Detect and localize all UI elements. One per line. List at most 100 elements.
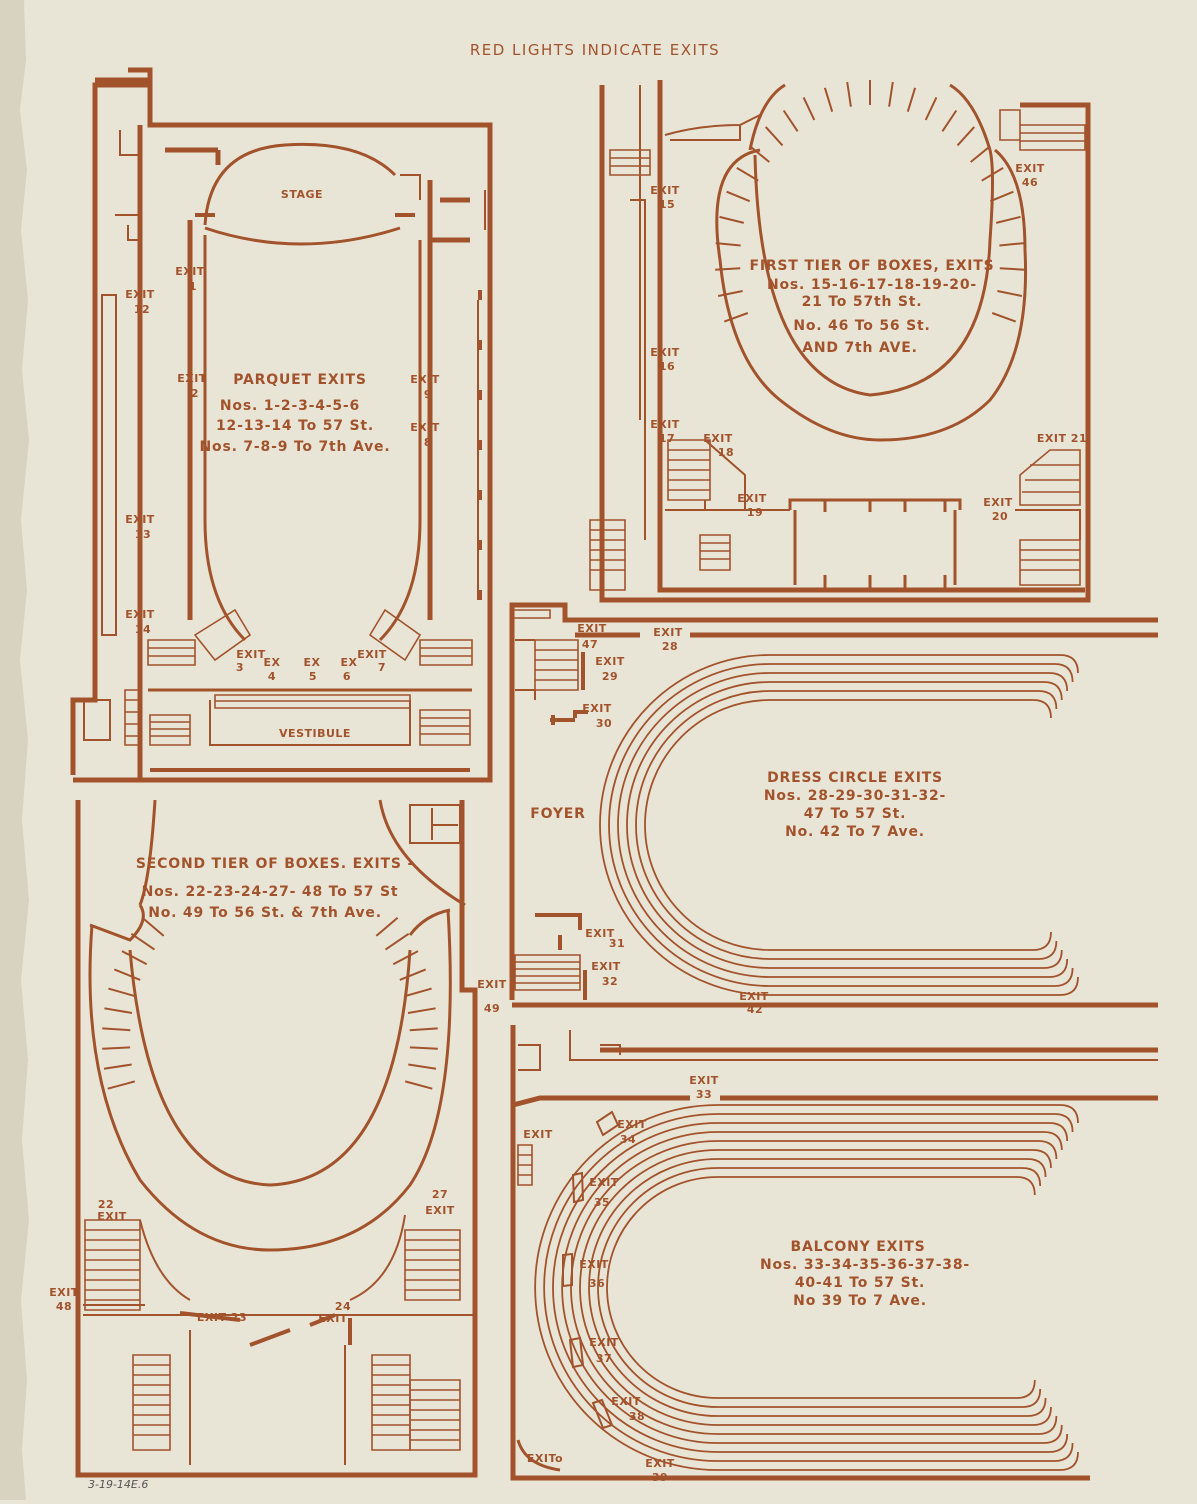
exit-27-number: 27 — [432, 1188, 448, 1201]
exit-2-word: EXIT — [177, 372, 207, 385]
second-tier-box-divider-32 — [409, 1027, 438, 1032]
exit-49-number: 49 — [484, 1002, 500, 1015]
second-tier-box-divider-6 — [108, 987, 136, 998]
first-tier-box-divider-17 — [924, 96, 938, 121]
second-tier-box-divider-29 — [399, 968, 427, 981]
balcony-track-4 — [561, 1131, 1063, 1444]
torn-page-edge — [0, 0, 29, 1500]
exit-2-number: 2 — [191, 387, 199, 400]
second-tier-box-divider-26 — [375, 916, 399, 937]
exit-17-word: EXIT — [650, 418, 680, 431]
first-tier-box-divider-9 — [764, 126, 784, 147]
exit-28-word: EXIT — [653, 626, 683, 639]
parquet-caption-line-3: Nos. 7-8-9 To 7th Ave. — [200, 439, 391, 455]
exit-47-number: 47 — [582, 638, 598, 651]
exit-6-word: EX — [341, 656, 358, 669]
balcony-caption-line-2: 40-41 To 57 St. — [795, 1275, 925, 1291]
exit-19-number: 19 — [747, 506, 763, 519]
exit-42-word: EXIT — [739, 990, 769, 1003]
dress-circle-track-3 — [617, 672, 1069, 978]
first-tier-box-divider-13 — [846, 81, 852, 107]
first-tier-box-divider-27 — [991, 312, 1017, 323]
exit-16-number: 16 — [659, 360, 675, 373]
exit-34-number: 34 — [620, 1133, 636, 1146]
exit-4-word: EX — [264, 656, 281, 669]
dress-circle-track-1 — [599, 654, 1079, 996]
exit-18-number: 18 — [718, 446, 734, 459]
dress-circle-tracks — [599, 654, 1079, 996]
exit-28-number: 28 — [662, 640, 678, 653]
exit-16-word: EXIT — [650, 346, 680, 359]
first-tier-box-divider-19 — [956, 126, 976, 147]
exit-24-number: 24 — [335, 1300, 351, 1313]
parquet-caption-line-1: Nos. 1-2-3-4-5-6 — [220, 398, 360, 414]
first-tier-box-divider-4 — [715, 242, 741, 247]
first-tier-caption-line-2: 21 To 57th St. — [802, 294, 923, 310]
exit-5-number: 5 — [309, 670, 317, 683]
first-tier-box-divider-5 — [719, 215, 745, 224]
second-tier-box-divider-27 — [384, 932, 410, 951]
first-tier-box-divider-11 — [802, 96, 816, 121]
exit-19-word: EXIT — [737, 492, 767, 505]
second-tier-box-divider-9 — [130, 932, 156, 951]
exit-42-number: 42 — [747, 1003, 763, 1016]
first-tier-box-ticks — [715, 80, 1025, 323]
second-tier-box-divider-28 — [392, 950, 419, 966]
exit-1-number: 1 — [189, 280, 197, 293]
first-tier-box-divider-2 — [717, 290, 743, 297]
balcony-track-6 — [579, 1149, 1052, 1426]
first-tier-box-divider-8 — [749, 145, 770, 163]
balcony-track-9 — [606, 1176, 1036, 1399]
first-tier-box-divider-7 — [736, 167, 759, 182]
exit-12-number: 12 — [134, 303, 150, 316]
first-tier-box-divider-21 — [981, 167, 1004, 182]
exit-32-word: EXIT — [591, 960, 621, 973]
exit-31-word: EXIT — [585, 927, 615, 940]
second-tier-box-ticks — [102, 916, 438, 1090]
foyer-label: FOYER — [530, 806, 585, 822]
exit-48-word: EXIT — [49, 1286, 79, 1299]
exit-15-word: EXIT — [650, 184, 680, 197]
dress-circle-track-6 — [644, 699, 1052, 951]
exit-29-word: EXIT — [595, 655, 625, 668]
first-tier-plan: FIRST TIER OF BOXES, EXITS Nos. 15-16-17… — [589, 80, 1091, 603]
balcony-track-1 — [534, 1104, 1079, 1471]
exit-30-number: 30 — [596, 717, 612, 730]
parquet-plan: STAGE VESTIBULE PARQUET EXITS Nos. 1-2-3… — [70, 67, 493, 783]
exit-27-word: EXIT — [425, 1204, 455, 1217]
exit-9-number: 9 — [424, 388, 432, 401]
second-tier-box-divider-31 — [407, 1007, 436, 1014]
exit-13-number: 13 — [135, 528, 151, 541]
exit-46-number: 46 — [1022, 176, 1038, 189]
exit-18-word: EXIT — [703, 432, 733, 445]
exit-8-word: EXIT — [410, 421, 440, 434]
second-tier-caption-line-2: No. 49 To 56 St. & 7th Ave. — [148, 905, 382, 921]
first-tier-caption-line-1: Nos. 15-16-17-18-19-20- — [767, 277, 977, 293]
exit-36-word: EXIT — [579, 1258, 609, 1271]
second-tier-box-divider-7 — [113, 968, 141, 981]
exit-31-number: 31 — [609, 937, 625, 950]
exit-3-number: 3 — [236, 661, 244, 674]
exit-35-number: 35 — [594, 1196, 610, 1209]
first-tier-caption-line-4: AND 7th AVE. — [802, 340, 918, 356]
balcony-box-doors — [562, 1110, 620, 1430]
exit-9-word: EXIT — [410, 373, 440, 386]
dress-circle-caption-line-2: 47 To 57 St. — [804, 806, 907, 822]
exit-12-word: EXIT — [125, 288, 155, 301]
first-tier-box-divider-1 — [723, 312, 749, 323]
first-tier-caption-line-3: No. 46 To 56 St. — [793, 318, 930, 334]
exit-39-number: 39 — [652, 1471, 668, 1484]
second-tier-box-divider-35 — [404, 1080, 433, 1090]
exit-1-word: EXIT — [175, 265, 205, 278]
dress-circle-caption-line-1: Nos. 28-29-30-31-32- — [764, 788, 946, 804]
first-tier-caption-title: FIRST TIER OF BOXES, EXITS — [749, 258, 994, 274]
exit-37-word: EXIT — [589, 1336, 619, 1349]
second-tier-box-divider-33 — [409, 1046, 438, 1050]
parquet-caption-title: PARQUET EXITS — [233, 372, 366, 388]
first-tier-box-divider-24 — [999, 242, 1025, 247]
balcony-track-5 — [570, 1140, 1058, 1435]
second-tier-box-divider-34 — [408, 1063, 437, 1070]
exit-14-number: 14 — [135, 623, 151, 636]
second-tier-box-divider-4 — [102, 1027, 131, 1032]
